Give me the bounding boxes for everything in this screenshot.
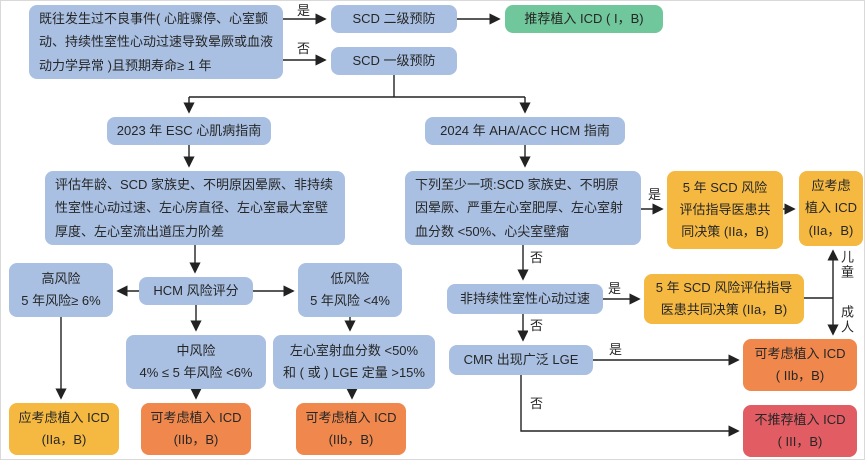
node-sdm-top: 5 年 SCD 风险 评估指导医患共 同决策 (IIa，B) <box>667 171 783 249</box>
node-esc-assessment: 评估年龄、SCD 家族史、不明原因晕厥、非持续性室性心动过速、左心房直径、左心室… <box>45 171 345 245</box>
node-prior-adverse-events: 既往发生过不良事件( 心脏骤停、心室颤动、持续性室性心动过速导致晕厥或血液动力学… <box>29 5 283 79</box>
edge-label-criteria-no: 否 <box>528 250 546 265</box>
edge-primary-split <box>189 75 525 98</box>
node-cmr-lge: CMR 出现广泛 LGE <box>449 345 593 375</box>
edge-label-nsvt-yes: 是 <box>606 281 624 296</box>
node-esc-guideline: 2023 年 ESC 心肌病指南 <box>107 117 271 145</box>
node-not-recommend-icd: 不推荐植入 ICD ( III，B) <box>743 405 857 457</box>
edge-label-cmr-yes: 是 <box>607 342 625 357</box>
node-mid-risk: 中风险 4% ≤ 5 年风险 <6% <box>126 335 266 389</box>
node-aha-guideline: 2024 年 AHA/ACC HCM 指南 <box>425 117 625 145</box>
edge-label-yes-secondary: 是 <box>295 3 313 18</box>
edge-label-cmr-no: 否 <box>528 396 546 411</box>
node-may-consider-icd-cmr: 可考虑植入 ICD ( IIb，B) <box>743 339 857 391</box>
node-consider-icd-top: 应考虑 植入 ICD (IIa，B) <box>799 171 863 246</box>
node-may-consider-icd-mid: 可考虑植入 ICD (IIb，B) <box>141 403 251 455</box>
node-should-consider-icd: 应考虑植入 ICD (IIa，B) <box>9 403 119 455</box>
node-low-risk: 低风险 5 年风险 <4% <box>298 263 402 317</box>
edge-label-child: 儿童 <box>839 250 854 280</box>
node-sdm-mid: 5 年 SCD 风险评估指导 医患共同决策 (IIa，B) <box>644 274 804 324</box>
node-scd-secondary-prevention: SCD 二级预防 <box>331 5 457 33</box>
edge-label-criteria-yes: 是 <box>646 187 664 202</box>
node-may-consider-icd-low: 可考虑植入 ICD (IIb，B) <box>296 403 406 455</box>
edge-label-nsvt-no: 否 <box>528 318 546 333</box>
node-hcm-risk-score: HCM 风险评分 <box>139 277 253 305</box>
edge-label-no-primary: 否 <box>295 41 313 56</box>
node-recommend-icd: 推荐植入 ICD ( I，B) <box>505 5 663 33</box>
node-high-risk: 高风险 5 年风险≥ 6% <box>9 263 113 317</box>
edge-cmr-no <box>520 375 740 437</box>
node-aha-criteria: 下列至少一项:SCD 家族史、不明原因晕厥、严重左心室肥厚、左心室射血分数 <5… <box>405 171 641 245</box>
node-scd-primary-prevention: SCD 一级预防 <box>331 47 457 75</box>
edge-label-adult: 成人 <box>839 305 854 335</box>
node-lvef-lge: 左心室射血分数 <50% 和 ( 或 ) LGE 定量 >15% <box>273 335 435 389</box>
node-nsvt: 非持续性室性心动过速 <box>447 284 603 314</box>
